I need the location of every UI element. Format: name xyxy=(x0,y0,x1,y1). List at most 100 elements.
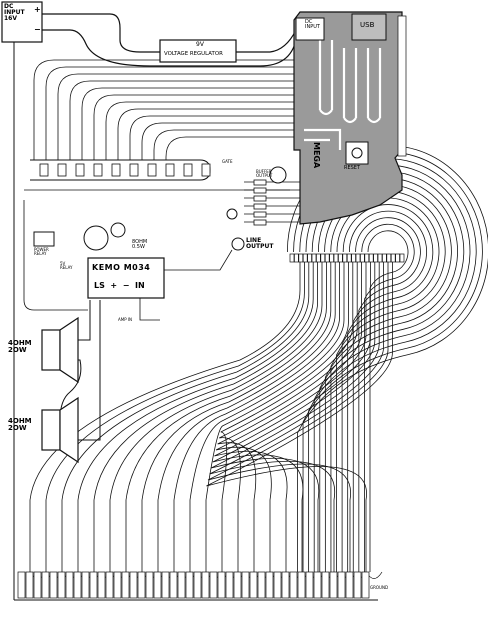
bottom-pin-23 xyxy=(201,571,210,599)
wire-resistor-feed-10 xyxy=(153,129,296,160)
bottom-pin-36 xyxy=(305,571,314,599)
regulator-title-label: VOLTAGE REGULATOR xyxy=(164,51,223,57)
digital-pin-1 xyxy=(294,253,299,263)
bottom-pin-25 xyxy=(217,571,226,599)
mega-dc-input-box xyxy=(295,17,325,41)
resistor-5 xyxy=(129,163,139,177)
bottom-pin-31 xyxy=(265,571,274,599)
digital-pin-10 xyxy=(333,253,339,263)
bottom-pin-1 xyxy=(25,571,34,599)
wire-fan-9 xyxy=(173,262,340,572)
wire-spiral-2 xyxy=(355,217,421,572)
digital-pin-14 xyxy=(351,253,356,263)
voltage-regulator-box xyxy=(159,39,237,63)
bottom-pin-9 xyxy=(89,571,98,599)
digital-pin-22 xyxy=(386,253,392,263)
digital-pin-18 xyxy=(368,253,374,263)
mega-right-header xyxy=(397,15,407,157)
resistor-3 xyxy=(93,163,103,177)
bottom-pin-5 xyxy=(57,571,66,599)
bottom-pin-34 xyxy=(289,571,298,599)
wire-fan-7 xyxy=(141,262,332,572)
wire-regulator-out xyxy=(236,29,297,53)
wire-fan-15 xyxy=(215,262,367,572)
digital-pin-0 xyxy=(289,253,295,263)
arduino-mega-board xyxy=(293,11,403,225)
digital-pin-15 xyxy=(355,253,361,263)
wire-resistor-feed-0 xyxy=(33,59,296,160)
bottom-pin-38 xyxy=(321,571,330,599)
wire-resistor-feed-9 xyxy=(141,122,296,160)
wire-resistor-feed-8 xyxy=(129,115,296,160)
bottom-pin-29 xyxy=(249,571,258,599)
bottom-pin-2 xyxy=(33,571,42,599)
wire-fan-11 xyxy=(205,262,349,572)
reset-button-cap xyxy=(351,147,363,159)
wire-spiral-4 xyxy=(342,204,434,572)
frame-left-bottom xyxy=(13,12,378,601)
digital-pin-2 xyxy=(298,253,304,263)
bottom-pin-39 xyxy=(329,571,338,599)
wire-fan-19 xyxy=(209,262,384,572)
amplifier-module xyxy=(87,257,165,299)
mega-label: MEGA xyxy=(312,142,321,169)
digital-pin-13 xyxy=(346,253,352,263)
bottom-pin-16 xyxy=(145,571,154,599)
buffer-resistor-3 xyxy=(253,203,267,210)
rail-left-return xyxy=(23,200,88,311)
digital-pin-4 xyxy=(307,253,312,263)
buffer-label: BUFFER OUTPUT xyxy=(256,169,273,178)
wire-spiral-3 xyxy=(348,210,427,572)
bottom-pin-7 xyxy=(73,571,82,599)
speaker-bottom xyxy=(41,396,79,464)
amp-in-small-label: AMP IN xyxy=(118,317,133,322)
resistor-1 xyxy=(57,163,67,177)
wire-resistor-feed-6 xyxy=(105,101,296,160)
bottom-connector-strip xyxy=(17,571,370,599)
bottom-pin-40 xyxy=(337,571,346,599)
dc-input-plus-label: + xyxy=(34,5,41,14)
digital-pin-5 xyxy=(311,253,317,263)
wire-fan-18 xyxy=(211,262,380,572)
digital-pin-11 xyxy=(338,253,343,263)
buffer-transistor xyxy=(269,166,287,184)
resistor-0 xyxy=(39,163,49,177)
bottom-pin-30 xyxy=(257,571,266,599)
wire-fan-17 xyxy=(212,262,376,572)
bottom-pin-22 xyxy=(193,571,202,599)
wire-resistor-feed-1 xyxy=(45,66,296,160)
resistor-7 xyxy=(165,163,175,177)
usb-label: USB xyxy=(360,21,375,29)
buffer-resistor-5 xyxy=(253,219,267,226)
digital-pin-6 xyxy=(316,253,321,263)
bottom-pin-20 xyxy=(177,571,186,599)
digital-pin-19 xyxy=(373,253,378,263)
buffer-resistor-4 xyxy=(253,211,267,218)
wire-resistor-feed-7 xyxy=(117,108,296,160)
wire-fan-10 xyxy=(189,262,345,572)
gate-label: GATE xyxy=(222,159,233,164)
speaker-bottom-label: 4OHM 2OW xyxy=(8,417,32,432)
mega-dc-input-label: DC INPUT xyxy=(305,19,320,30)
wire-dc-plus xyxy=(42,13,160,53)
wire-fan-16 xyxy=(214,262,371,572)
digital-pin-12 xyxy=(342,253,348,263)
buffer-resistor-0 xyxy=(253,179,267,186)
digital-pin-20 xyxy=(377,253,383,263)
ground-label: GROUND xyxy=(370,585,389,590)
bottom-pin-35 xyxy=(297,571,306,599)
bottom-pin-0 xyxy=(17,571,26,599)
digital-pin-24 xyxy=(395,253,400,263)
wire-fan-2 xyxy=(61,262,310,572)
bottom-pin-14 xyxy=(129,571,138,599)
resistor-4 xyxy=(111,163,121,177)
bottom-pin-28 xyxy=(241,571,250,599)
bottom-pin-15 xyxy=(137,571,146,599)
wire-fan-14 xyxy=(217,262,362,572)
wire-amp-line xyxy=(164,249,233,271)
relay-coil xyxy=(83,225,109,251)
wire-fan-6 xyxy=(125,262,327,572)
ohm-8-label: 8OHM 0.5W xyxy=(132,239,148,250)
wire-dc-minus xyxy=(42,29,297,67)
